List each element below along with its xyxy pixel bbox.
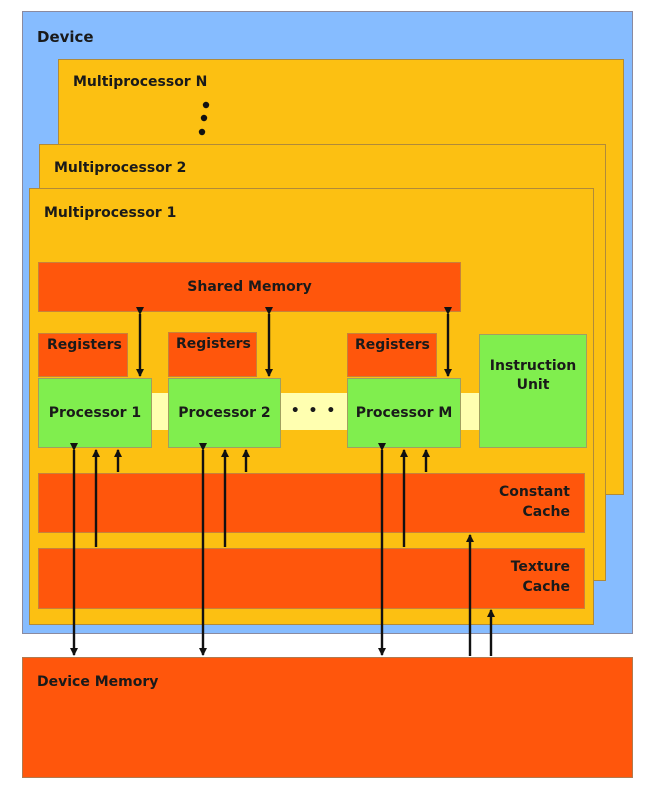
- processor-1: Processor 1: [38, 378, 152, 448]
- texture-cache-label-line1: Texture: [510, 559, 570, 575]
- instruction-unit: Instruction Unit: [479, 334, 587, 448]
- registers-1-label: Registers: [47, 337, 122, 353]
- registers-1: Registers: [38, 333, 128, 377]
- shared-memory: Shared Memory: [38, 262, 461, 312]
- device-memory-label: Device Memory: [37, 674, 159, 690]
- processor-2-label: Processor 2: [178, 405, 271, 421]
- device-memory: Device Memory: [22, 657, 633, 778]
- processor-1-label: Processor 1: [48, 405, 142, 421]
- processor-m-label: Processor M: [355, 405, 453, 421]
- constant-cache-label-line2: Cache: [522, 504, 570, 520]
- device-label: Device: [37, 28, 94, 46]
- multiprocessor-2-label: Multiprocessor 2: [54, 160, 187, 176]
- registers-2: Registers: [168, 332, 257, 377]
- constant-cache-label-line1: Constant: [499, 484, 570, 500]
- instruction-unit-label-line2: Unit: [516, 377, 550, 393]
- multiprocessor-1-label: Multiprocessor 1: [44, 205, 177, 221]
- processor-m: Processor M: [347, 378, 461, 448]
- vertical-ellipsis-icon: [198, 101, 210, 136]
- instruction-unit-label-line1: Instruction: [489, 358, 577, 374]
- multiprocessor-n-label: Multiprocessor N: [73, 74, 208, 90]
- horizontal-ellipsis-icon: • • •: [290, 403, 338, 419]
- texture-cache-label: Texture Cache: [511, 557, 570, 597]
- constant-cache: Constant Cache: [38, 473, 585, 533]
- texture-cache: Texture Cache: [38, 548, 585, 609]
- constant-cache-label: Constant Cache: [499, 482, 570, 522]
- processor-2: Processor 2: [168, 378, 281, 448]
- registers-m: Registers: [347, 333, 437, 377]
- texture-cache-label-line2: Cache: [522, 579, 570, 595]
- registers-m-label: Registers: [355, 337, 430, 353]
- shared-memory-label: Shared Memory: [187, 279, 312, 295]
- registers-2-label: Registers: [176, 336, 251, 352]
